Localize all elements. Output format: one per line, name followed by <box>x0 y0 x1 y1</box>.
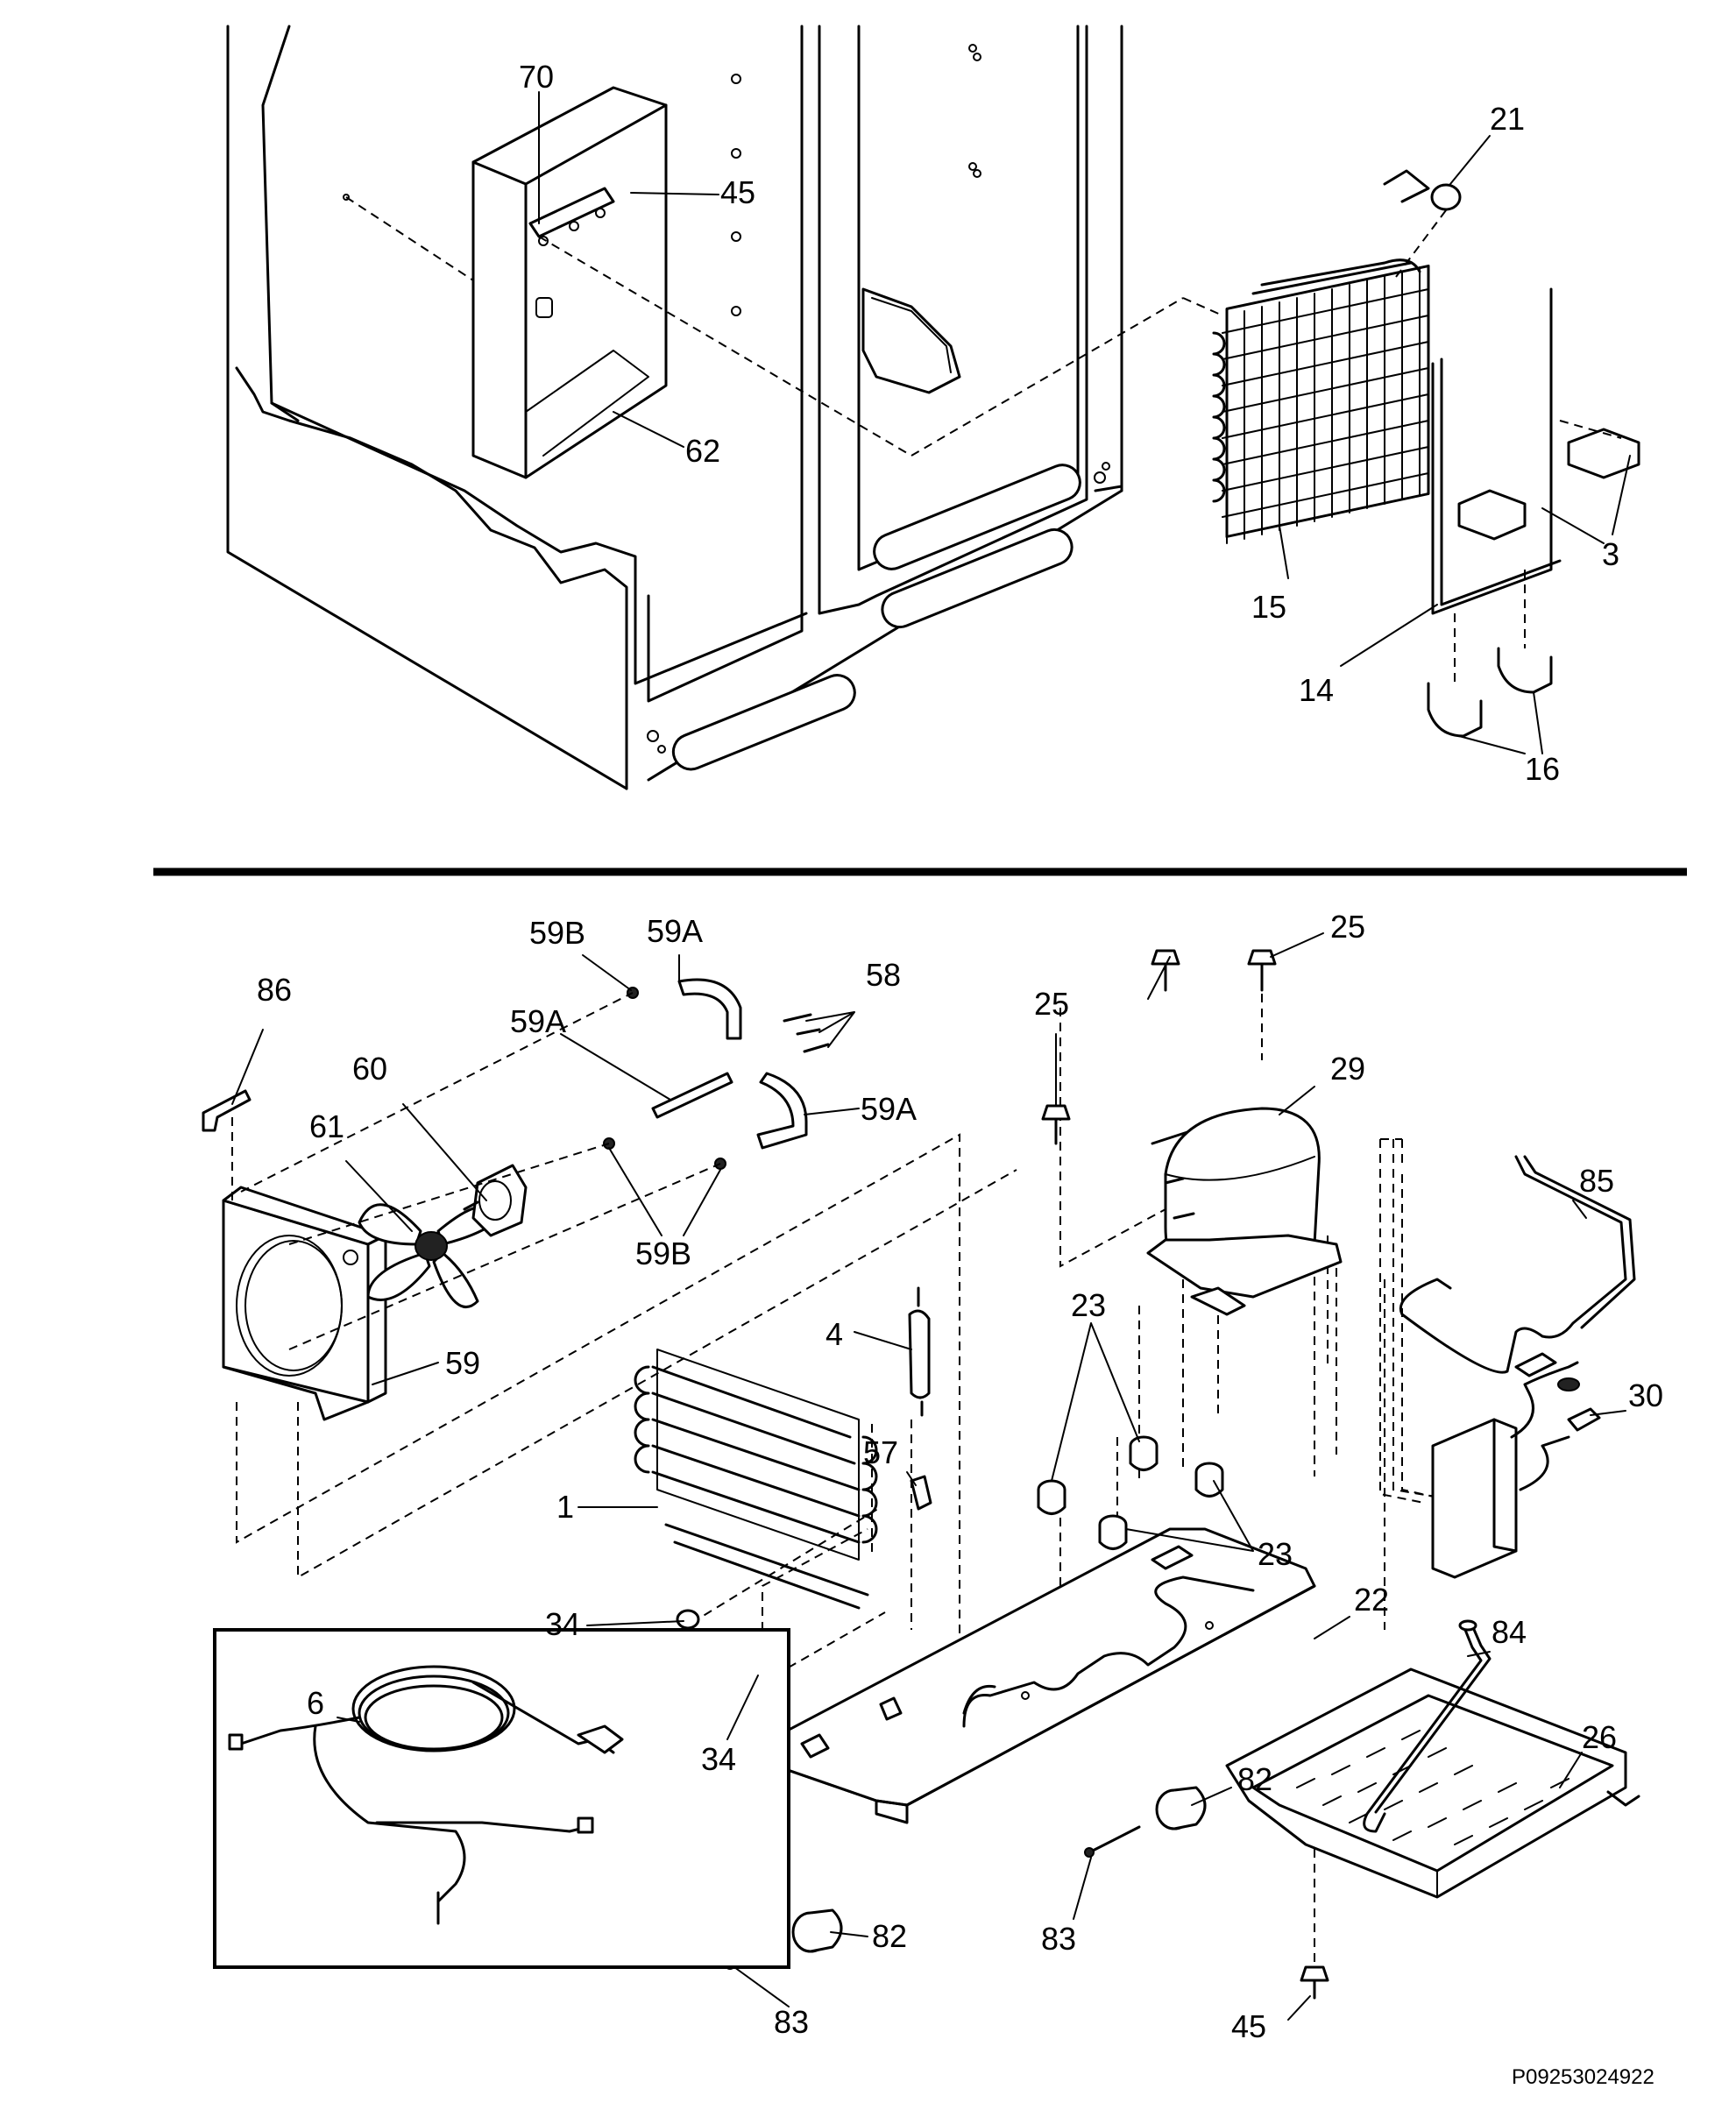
callout-29: 29 <box>1330 1051 1365 1087</box>
callout-61: 61 <box>309 1108 344 1144</box>
condenser-tubes <box>603 978 830 1170</box>
tube-85 <box>1399 1155 1636 1374</box>
callout-23-bottom: 23 <box>1258 1536 1293 1572</box>
bottom-leaders <box>231 932 1626 2021</box>
callout-15: 15 <box>1251 589 1286 625</box>
callout-59A-mid: 59A <box>510 1003 566 1039</box>
clip-57 <box>910 1475 932 1511</box>
power-cord-30 <box>1431 1352 1601 1579</box>
callout-60: 60 <box>352 1051 387 1087</box>
coil-1 <box>634 1349 878 1610</box>
compressor-29 <box>1146 1107 1343 1316</box>
callout-84: 84 <box>1492 1614 1527 1650</box>
callout-34-top: 34 <box>545 1606 580 1642</box>
callout-85: 85 <box>1579 1163 1614 1199</box>
heater-loop-14 <box>1431 287 1562 615</box>
callout-3: 3 <box>1602 536 1619 572</box>
callout-4: 4 <box>825 1316 843 1352</box>
callout-59: 59 <box>445 1345 480 1381</box>
callout-82-right: 82 <box>1237 1761 1272 1797</box>
callout-30: 30 <box>1628 1377 1663 1413</box>
cabinet-liner <box>226 25 1123 790</box>
callout-70: 70 <box>519 59 554 95</box>
callout-59A-top: 59A <box>647 913 703 949</box>
base-plate-22 <box>761 1527 1316 1824</box>
callout-45-bottom: 45 <box>1231 2008 1266 2044</box>
callout-58: 58 <box>866 957 901 993</box>
callout-34-bottom: 34 <box>701 1741 736 1777</box>
bottom-dashed-guides <box>231 964 1447 1967</box>
callout-59B-top: 59B <box>529 915 585 951</box>
top-leaders <box>538 91 1631 754</box>
callout-83-mid: 83 <box>1041 1921 1076 1957</box>
fan-motor-60 <box>463 1164 528 1237</box>
callout-57: 57 <box>863 1434 898 1470</box>
callout-26: 26 <box>1582 1719 1617 1755</box>
ice-container <box>471 86 668 479</box>
top-dashed-guides <box>345 196 1622 683</box>
drawing-code: P09253024922 <box>1512 2065 1655 2089</box>
callout-25-left: 25 <box>1034 986 1069 1022</box>
callout-22: 22 <box>1354 1582 1389 1618</box>
callout-83-left: 83 <box>774 2004 809 2040</box>
callout-45-top: 45 <box>720 174 755 210</box>
callout-16: 16 <box>1525 751 1560 787</box>
callout-14: 14 <box>1299 672 1334 708</box>
callout-62: 62 <box>685 433 720 469</box>
filter-drier-21 <box>1383 169 1462 211</box>
screws-25 <box>1041 949 1277 1145</box>
grommets-23 <box>1037 1435 1224 1550</box>
condenser-coil <box>1212 258 1430 544</box>
callout-labels: 70 45 62 21 15 3 14 16 59B 59A 58 86 59A… <box>257 59 1663 2089</box>
callout-23-top: 23 <box>1071 1287 1106 1323</box>
callout-86: 86 <box>257 972 292 1008</box>
screw-45-bottom <box>1300 1965 1329 2000</box>
callout-6: 6 <box>307 1685 324 1721</box>
feet-82 <box>791 1786 1207 1953</box>
drain-pan-26 <box>1225 1668 1640 1899</box>
callout-21: 21 <box>1490 101 1525 137</box>
foam-blocks-3 <box>1457 428 1640 541</box>
callout-1: 1 <box>556 1489 574 1525</box>
callout-25-right: 25 <box>1330 909 1365 945</box>
callout-82-left: 82 <box>872 1918 907 1954</box>
drier-4 <box>908 1286 931 1417</box>
callout-59A-right: 59A <box>861 1091 917 1127</box>
bracket-86 <box>202 1089 252 1132</box>
callout-59B-bottom: 59B <box>635 1236 691 1271</box>
wiring-harness-inset <box>213 1628 790 1969</box>
